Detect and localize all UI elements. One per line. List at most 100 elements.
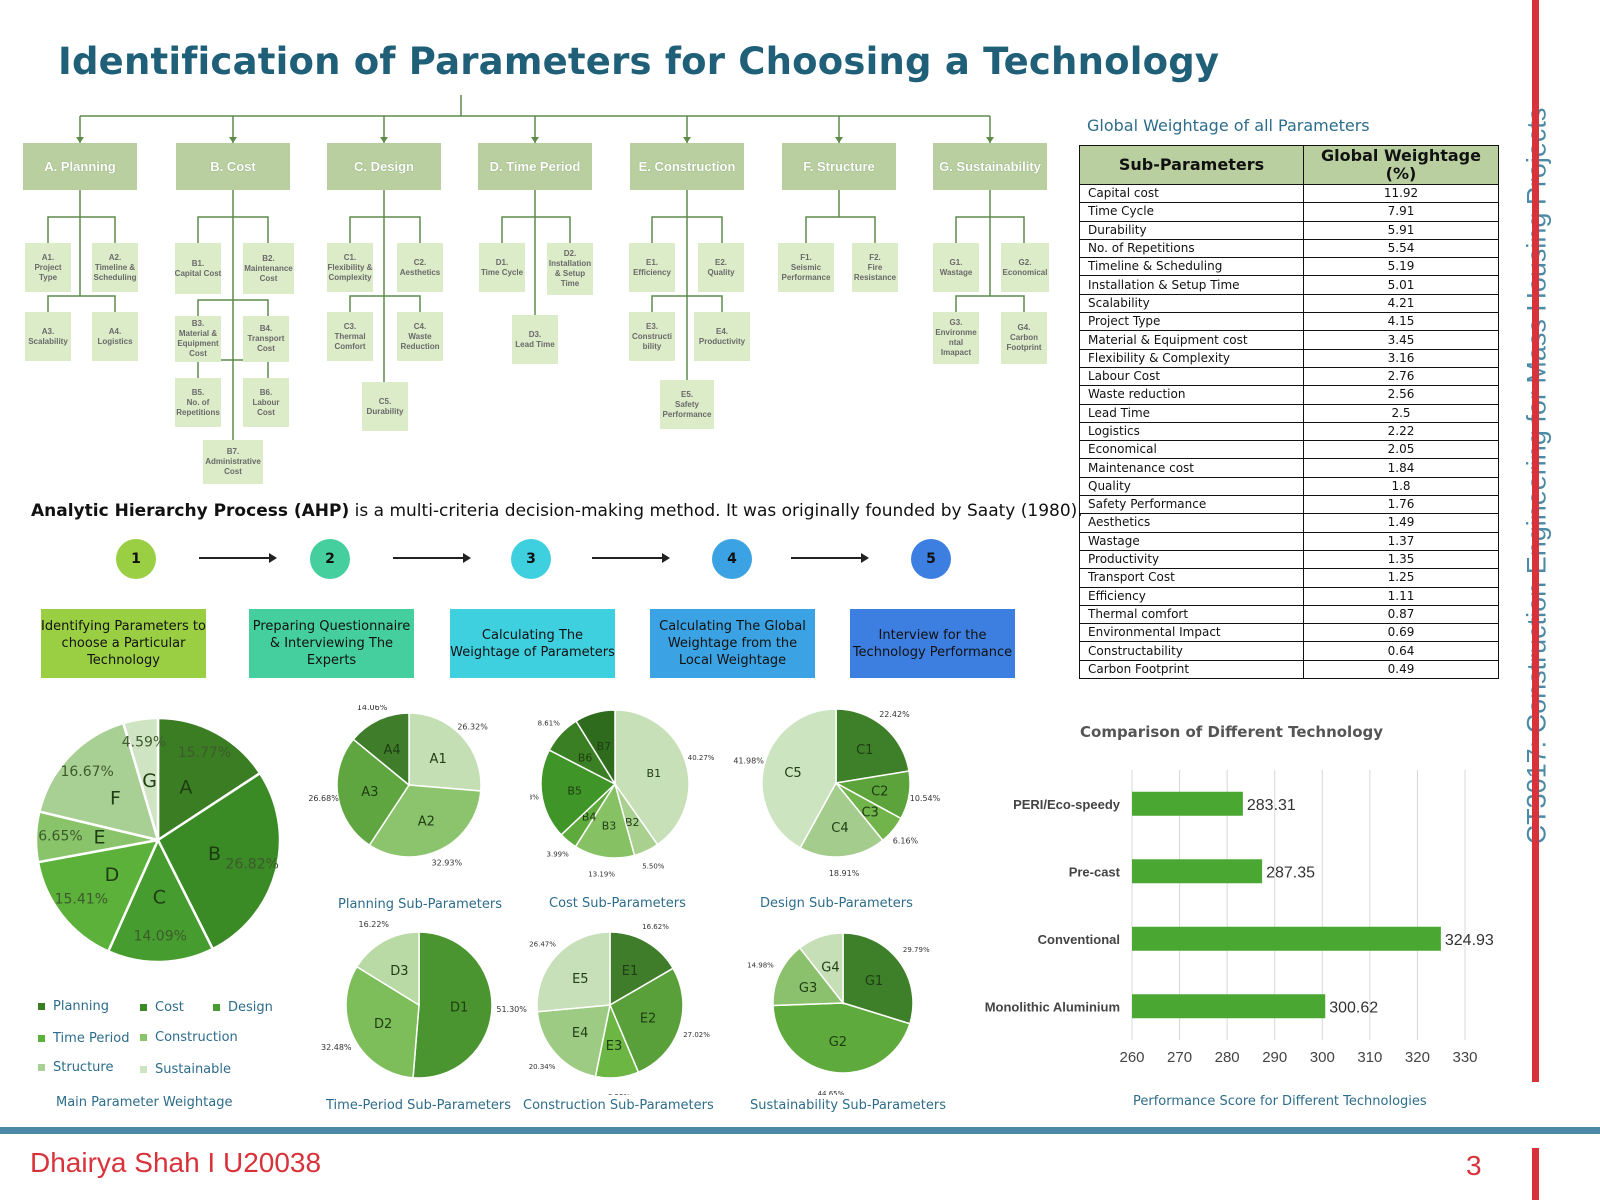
table-cell-parameter: Flexibility & Complexity: [1079, 348, 1304, 368]
table-cell-weightage: 2.05: [1303, 440, 1499, 460]
tree-sub-c3: C3. Thermal Comfort: [327, 312, 373, 361]
pie-slice-c5: [761, 708, 837, 849]
step-circle-3: 3: [511, 539, 551, 579]
tree-sub-e5: E5. Safety Performance: [660, 380, 714, 429]
pie-label: C3: [861, 805, 878, 820]
pie-value-label: 26.82%: [226, 856, 279, 872]
pie-label: D: [105, 864, 120, 886]
pie-slice-a1: [408, 712, 482, 792]
legend-time-period: Time Period: [38, 1031, 129, 1046]
pie-slice-d: [36, 838, 161, 954]
bar-monolithic-aluminium: [1132, 994, 1326, 1019]
pie-value-label: 18.91%: [829, 869, 860, 878]
tree-sub-e4: E4. Productivity: [694, 312, 750, 361]
tree-category-cost: B. Cost: [176, 143, 290, 190]
pie-value-label: 14.98%: [747, 962, 774, 970]
bar-value-label: 287.35: [1266, 864, 1315, 881]
pie-label: A4: [383, 743, 400, 758]
pie-value-label: 26.32%: [457, 722, 488, 731]
table-cell-parameter: Time Cycle: [1079, 202, 1304, 222]
table-cell-weightage: 1.25: [1303, 568, 1499, 588]
bar-value-label: 283.31: [1247, 797, 1296, 814]
pie-label: E2: [640, 1012, 657, 1027]
tree-sub-d1: D1. Time Cycle: [479, 243, 525, 292]
pie-label: E5: [572, 972, 589, 987]
table-cell-parameter: Labour Cost: [1079, 366, 1304, 387]
legend-design: Design: [213, 1000, 273, 1015]
category-label: Conventional: [1038, 932, 1120, 947]
pie-label: C5: [784, 766, 801, 781]
table-cell-weightage: 0.64: [1303, 641, 1499, 661]
pie-value-label: 26.47%: [529, 941, 556, 949]
pie-value-label: 4.59%: [122, 734, 166, 750]
pie-slice-c4: [799, 781, 884, 858]
tree-connectors: [47, 95, 1025, 440]
caption-planning: Planning Sub-Parameters: [338, 897, 502, 912]
table-cell-weightage: 1.84: [1303, 458, 1499, 478]
pie-value-label: 10.54%: [910, 794, 941, 803]
bar-conventional: [1132, 926, 1441, 951]
pie-value-label: 40.27%: [688, 754, 715, 762]
tree-sub-b6: B6. Labour Cost: [243, 378, 289, 427]
table-cell-parameter: Lead Time: [1079, 403, 1304, 423]
table-cell-parameter: Productivity: [1079, 549, 1304, 570]
table-cell-weightage: 2.5: [1303, 403, 1499, 423]
x-tick-label: 320: [1405, 1049, 1430, 1066]
caption-cost: Cost Sub-Parameters: [549, 896, 686, 911]
table-cell-weightage: 1.11: [1303, 586, 1499, 606]
table-cell-weightage: 4.15: [1303, 312, 1499, 332]
table-cell-parameter: Maintenance cost: [1079, 458, 1304, 478]
table-cell-weightage: 1.49: [1303, 513, 1499, 533]
pie-value-label: 13.19%: [588, 870, 615, 878]
caption-design: Design Sub-Parameters: [760, 896, 913, 911]
tree-sub-c2: C2. Aesthetics: [397, 243, 443, 292]
step-arrow-3: [592, 553, 670, 563]
table-cell-weightage: 0.49: [1303, 659, 1499, 680]
table-cell-weightage: 5.54: [1303, 238, 1499, 259]
pie-slice-e4: [536, 1004, 611, 1078]
right-accent-bar: [1532, 0, 1539, 1082]
pie-label: B6: [578, 751, 593, 764]
author-label: Dhairya Shah I U20038: [30, 1147, 322, 1178]
pie-value-label: 20.34%: [529, 1063, 556, 1071]
pie-label: C4: [831, 821, 848, 836]
table-cell-weightage: 2.56: [1303, 385, 1499, 405]
table-cell-weightage: 1.35: [1303, 549, 1499, 570]
bar-peri-eco-speedy: [1132, 791, 1243, 816]
legend-construction: Construction: [140, 1030, 238, 1045]
tree-category-design: C. Design: [327, 143, 441, 190]
table-cell-parameter: Transport Cost: [1079, 568, 1304, 588]
page-title: Identification of Parameters for Choosin…: [58, 40, 1220, 83]
tree-sub-e1: E1. Efficiency: [629, 243, 675, 292]
x-tick-label: 290: [1262, 1049, 1287, 1066]
table-cell-weightage: 1.76: [1303, 495, 1499, 515]
page-number: 3: [1466, 1150, 1482, 1181]
pie-value-label: 14.09%: [134, 929, 187, 945]
caption-time-period: Time-Period Sub-Parameters: [326, 1098, 512, 1113]
category-label: Pre-cast: [1069, 864, 1121, 879]
table-cell-parameter: Project Type: [1079, 312, 1304, 332]
bar-value-label: 324.93: [1445, 932, 1494, 949]
pie-value-label: 44.65%: [818, 1090, 845, 1095]
tree-sub-f2: F2. Fire Resistance: [852, 243, 898, 292]
pie-slice-b3: [574, 782, 636, 859]
pie-label: B4: [582, 810, 597, 823]
tree-sub-c5: C5. Durability: [362, 382, 408, 431]
footer-divider: [0, 1127, 1600, 1134]
tree-category-construction: E. Construction: [630, 143, 744, 190]
table-cell-parameter: Environmental Impact: [1079, 623, 1304, 643]
step-circle-1: 1: [116, 539, 156, 579]
category-label: PERI/Eco-speedy: [1013, 797, 1121, 812]
pie-label: D2: [374, 1017, 392, 1032]
tree-category-sustainability: G. Sustainability: [933, 143, 1047, 190]
tree-sub-a1: A1. Project Type: [25, 243, 71, 292]
caption-sustainability: Sustainability Sub-Parameters: [750, 1098, 946, 1113]
